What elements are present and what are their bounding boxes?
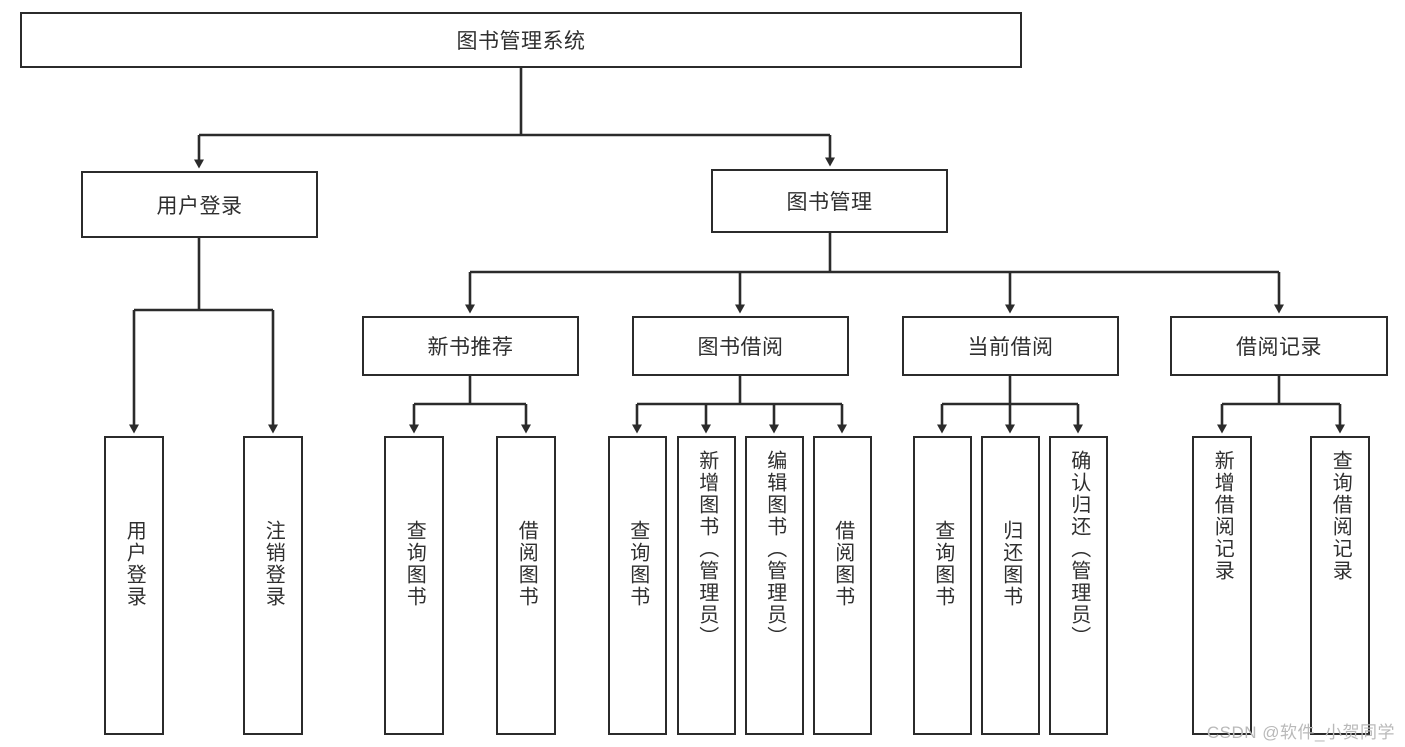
node-label: 用户登录 bbox=[123, 520, 146, 608]
node-label: 新增图书（管理员） bbox=[695, 450, 718, 648]
node-label: 当前借阅 bbox=[967, 336, 1054, 359]
node-label: 查询图书 bbox=[403, 520, 426, 608]
node-root-book-management-system[interactable]: 图书管理系统 bbox=[20, 12, 1022, 68]
node-leaf-query-book-recommend[interactable]: 查询图书 bbox=[384, 436, 444, 735]
node-label: 归还图书 bbox=[999, 520, 1022, 608]
node-leaf-return-book[interactable]: 归还图书 bbox=[981, 436, 1040, 735]
node-user-login[interactable]: 用户登录 bbox=[81, 171, 318, 238]
node-label: 图书管理 bbox=[786, 191, 873, 214]
node-label: 查询图书 bbox=[626, 520, 649, 608]
node-leaf-user-login[interactable]: 用户登录 bbox=[104, 436, 164, 735]
node-leaf-confirm-return-admin[interactable]: 确认归还（管理员） bbox=[1049, 436, 1108, 735]
node-label: 查询借阅记录 bbox=[1329, 450, 1352, 582]
node-leaf-add-book-admin[interactable]: 新增图书（管理员） bbox=[677, 436, 736, 735]
node-leaf-edit-book-admin[interactable]: 编辑图书（管理员） bbox=[745, 436, 804, 735]
node-new-book-recommend[interactable]: 新书推荐 bbox=[362, 316, 579, 376]
node-leaf-query-borrow-record[interactable]: 查询借阅记录 bbox=[1310, 436, 1370, 735]
node-leaf-query-book-borrow[interactable]: 查询图书 bbox=[608, 436, 667, 735]
node-book-management[interactable]: 图书管理 bbox=[711, 169, 948, 233]
node-leaf-logout-login[interactable]: 注销登录 bbox=[243, 436, 303, 735]
node-label: 新增借阅记录 bbox=[1211, 450, 1234, 582]
node-current-borrow[interactable]: 当前借阅 bbox=[902, 316, 1119, 376]
node-label: 注销登录 bbox=[262, 520, 285, 608]
node-leaf-query-book-current[interactable]: 查询图书 bbox=[913, 436, 972, 735]
node-leaf-add-borrow-record[interactable]: 新增借阅记录 bbox=[1192, 436, 1252, 735]
node-label: 新书推荐 bbox=[427, 336, 514, 359]
node-label: 图书管理系统 bbox=[456, 30, 586, 53]
node-label: 借阅图书 bbox=[831, 520, 854, 608]
node-label: 编辑图书（管理员） bbox=[763, 450, 786, 648]
node-leaf-borrow-book-recommend[interactable]: 借阅图书 bbox=[496, 436, 556, 735]
node-label: 用户登录 bbox=[156, 194, 243, 218]
node-leaf-borrow-book-borrow[interactable]: 借阅图书 bbox=[813, 436, 872, 735]
node-label: 借阅记录 bbox=[1236, 336, 1322, 359]
node-borrow-record[interactable]: 借阅记录 bbox=[1170, 316, 1388, 376]
node-label: 查询图书 bbox=[931, 520, 954, 608]
watermark-text: CSDN @软件_小贺同学 bbox=[1206, 723, 1395, 742]
node-book-borrow[interactable]: 图书借阅 bbox=[632, 316, 849, 376]
node-label: 图书借阅 bbox=[697, 336, 784, 359]
node-label: 借阅图书 bbox=[515, 520, 538, 608]
node-label: 确认归还（管理员） bbox=[1067, 450, 1090, 648]
